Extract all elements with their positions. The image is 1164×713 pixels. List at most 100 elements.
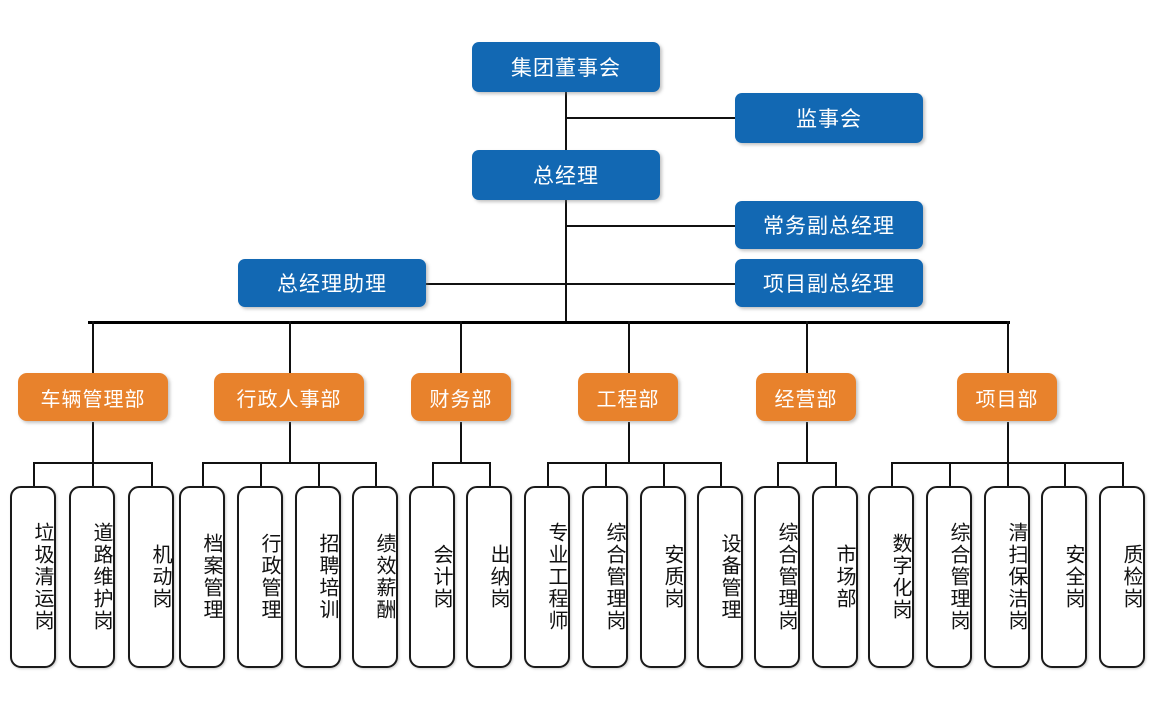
connector-gm-to-project-deputy (565, 283, 735, 285)
node-label: 档案管理 (200, 533, 224, 621)
connector-gm-to-assistant (425, 283, 566, 285)
connector-dept-4-leaf-4 (720, 462, 722, 486)
node-project-deputy-gm[interactable]: 项目副总经理 (735, 259, 923, 307)
node-position-mobile-duty[interactable]: 机动岗 (128, 486, 174, 668)
node-position-proj-comprehensive-management[interactable]: 综合管理岗 (926, 486, 972, 668)
node-label: 经营部 (774, 386, 838, 411)
node-label: 招聘培训 (316, 533, 340, 621)
node-label: 清扫保洁岗 (1005, 522, 1029, 632)
department-bus-line (88, 321, 1010, 324)
node-gm-assistant[interactable]: 总经理助理 (238, 259, 426, 307)
connector-dept-3-stem (460, 422, 462, 463)
node-label: 综合管理岗 (775, 522, 799, 632)
node-label: 出纳岗 (487, 544, 511, 610)
node-label: 垃圾清运岗 (31, 522, 55, 632)
node-general-manager[interactable]: 总经理 (472, 150, 660, 200)
node-department-project[interactable]: 项目部 (957, 373, 1057, 421)
node-label: 安质岗 (661, 544, 685, 610)
node-position-road-maintenance[interactable]: 道路维护岗 (69, 486, 115, 668)
node-position-market-division[interactable]: 市场部 (812, 486, 858, 668)
node-label: 项目部 (975, 386, 1039, 411)
node-position-equipment-management[interactable]: 设备管理 (697, 486, 743, 668)
node-label: 监事会 (796, 107, 862, 131)
node-department-admin-hr[interactable]: 行政人事部 (214, 373, 364, 421)
connector-dept-6-leaf-2 (949, 462, 951, 486)
node-label: 综合管理岗 (947, 522, 971, 632)
connector-dept-4-stem (628, 422, 630, 463)
node-position-digitalization[interactable]: 数字化岗 (868, 486, 914, 668)
node-label: 质检岗 (1120, 544, 1144, 610)
node-label: 集团董事会 (511, 56, 621, 80)
node-label: 总经理助理 (277, 272, 387, 296)
connector-dept-5-bar (777, 462, 836, 464)
connector-dept-5-leaf-1 (777, 462, 779, 486)
node-position-safety-quality[interactable]: 安质岗 (640, 486, 686, 668)
node-department-operations[interactable]: 经营部 (756, 373, 856, 421)
connector-board-to-supervisory (565, 117, 735, 119)
connector-dept-5-leaf-2 (835, 462, 837, 486)
node-department-vehicle-management[interactable]: 车辆管理部 (18, 373, 168, 421)
connector-dept-1-leaf-3 (151, 462, 153, 486)
node-label: 项目副总经理 (763, 272, 895, 296)
connector-board-to-gm (565, 92, 567, 152)
connector-dept-1-stem (92, 422, 94, 463)
node-position-professional-engineer[interactable]: 专业工程师 (524, 486, 570, 668)
node-position-archive-management[interactable]: 档案管理 (179, 486, 225, 668)
connector-dept-3-leaf-2 (489, 462, 491, 486)
connector-dept-1-leaf-1 (33, 462, 35, 486)
node-label: 行政人事部 (236, 386, 342, 411)
connector-dept-2-leaf-1 (202, 462, 204, 486)
node-label: 财务部 (429, 386, 493, 411)
connector-dept-6-leaf-1 (891, 462, 893, 486)
connector-dept-1-leaf-2 (92, 462, 94, 486)
node-label: 市场部 (833, 544, 857, 610)
node-label: 行政管理 (258, 533, 282, 621)
connector-bus-to-dept-6 (1007, 321, 1009, 373)
connector-dept-4-leaf-3 (663, 462, 665, 486)
node-label: 绩效薪酬 (373, 533, 397, 621)
node-position-cleaning-sanitation[interactable]: 清扫保洁岗 (984, 486, 1030, 668)
node-position-waste-transport[interactable]: 垃圾清运岗 (10, 486, 56, 668)
node-label: 常务副总经理 (763, 214, 895, 238)
connector-dept-3-bar (432, 462, 491, 464)
connector-dept-6-leaf-3 (1007, 462, 1009, 486)
node-position-recruitment-training[interactable]: 招聘培训 (295, 486, 341, 668)
node-position-ops-comprehensive-management[interactable]: 综合管理岗 (754, 486, 800, 668)
node-label: 设备管理 (718, 533, 742, 621)
connector-bus-to-dept-3 (460, 321, 462, 373)
node-label: 车辆管理部 (40, 386, 146, 411)
connector-dept-2-leaf-2 (260, 462, 262, 486)
node-label: 道路维护岗 (90, 522, 114, 632)
node-label: 总经理 (533, 164, 599, 188)
connector-dept-2-leaf-4 (375, 462, 377, 486)
node-supervisory-board[interactable]: 监事会 (735, 93, 923, 143)
connector-bus-to-dept-4 (628, 321, 630, 373)
node-label: 会计岗 (430, 544, 454, 610)
node-position-performance-compensation[interactable]: 绩效薪酬 (352, 486, 398, 668)
node-position-eng-comprehensive-management[interactable]: 综合管理岗 (582, 486, 628, 668)
node-label: 综合管理岗 (603, 522, 627, 632)
connector-dept-4-leaf-1 (547, 462, 549, 486)
node-position-accounting[interactable]: 会计岗 (409, 486, 455, 668)
connector-dept-6-stem (1007, 422, 1009, 463)
connector-dept-6-leaf-4 (1064, 462, 1066, 486)
node-label: 专业工程师 (545, 522, 569, 632)
node-label: 工程部 (596, 386, 660, 411)
node-label: 数字化岗 (889, 533, 913, 621)
node-label: 安全岗 (1062, 544, 1086, 610)
node-position-quality-inspection[interactable]: 质检岗 (1099, 486, 1145, 668)
node-position-admin-management[interactable]: 行政管理 (237, 486, 283, 668)
node-department-engineering[interactable]: 工程部 (578, 373, 678, 421)
node-position-cashier[interactable]: 出纳岗 (466, 486, 512, 668)
connector-gm-down (565, 199, 567, 323)
connector-dept-2-bar (202, 462, 376, 464)
node-position-safety[interactable]: 安全岗 (1041, 486, 1087, 668)
connector-dept-2-leaf-3 (318, 462, 320, 486)
connector-dept-5-stem (806, 422, 808, 463)
connector-bus-to-dept-5 (806, 321, 808, 373)
node-department-finance[interactable]: 财务部 (411, 373, 511, 421)
connector-bus-to-dept-1 (92, 321, 94, 373)
node-executive-deputy-gm[interactable]: 常务副总经理 (735, 201, 923, 249)
node-board-of-directors[interactable]: 集团董事会 (472, 42, 660, 92)
